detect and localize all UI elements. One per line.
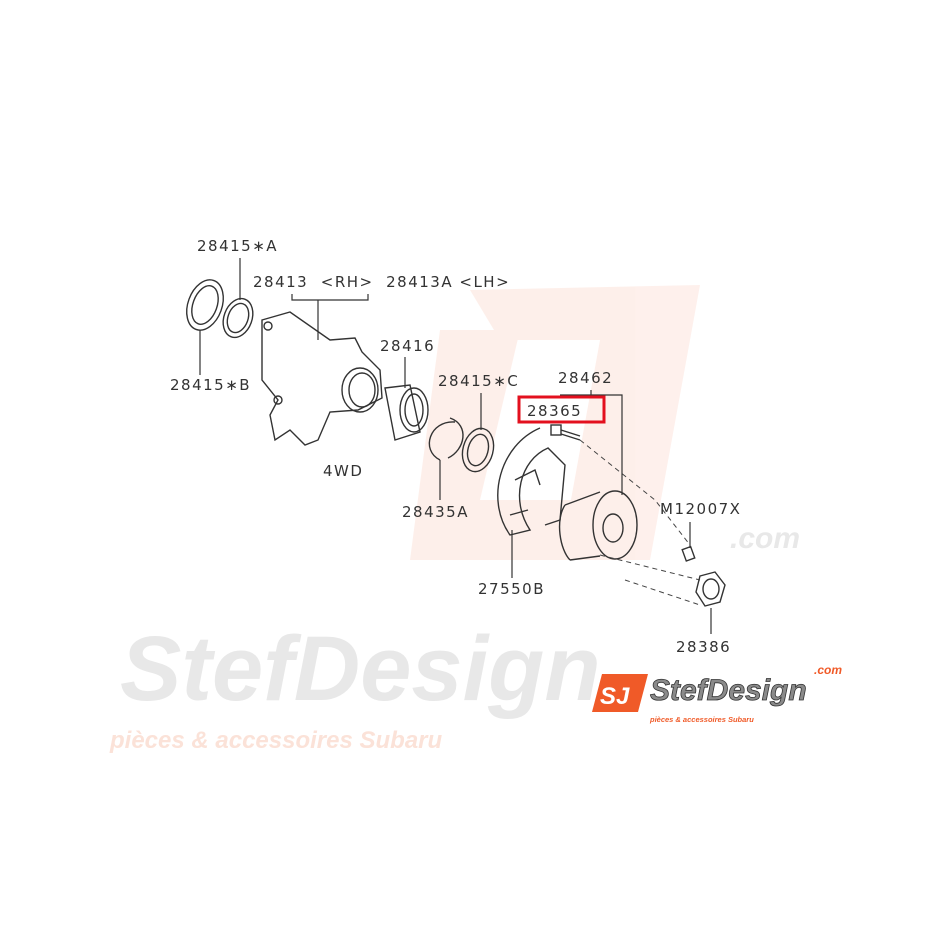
dashed-guides: [579, 439, 701, 606]
label-28386: 28386: [676, 638, 731, 656]
label-4wd: 4WD: [323, 462, 363, 480]
watermark-tagline: pièces & accessoires Subaru: [109, 727, 443, 754]
label-28365[interactable]: 28365: [527, 402, 582, 420]
label-28413: 28413 <RH> 28413A <LH>: [253, 273, 510, 291]
watermark-brand: StefDesign: [120, 618, 601, 720]
seal-a-drawing: [222, 297, 254, 339]
snap-ring-drawing: [428, 417, 464, 461]
seal-c-drawing: [461, 427, 495, 473]
label-28415-b: 28415∗B: [170, 376, 251, 394]
seal-b-drawing: [186, 279, 224, 331]
hub-drawing: [558, 490, 638, 561]
label-28415-c: 28415∗C: [438, 372, 519, 390]
hub-bolt-drawing: [550, 424, 581, 441]
logo-mark-text: SJ: [600, 683, 630, 710]
brand-logo: SJ StefDesign .com pièces & accessoires …: [592, 663, 842, 724]
highlight-box: [517, 395, 606, 424]
leader-lines: [199, 258, 712, 634]
label-28462: 28462: [558, 369, 613, 387]
stud-drawing: [681, 545, 696, 562]
label-m12007x: M12007X: [660, 500, 741, 518]
bearing-drawing: [384, 384, 429, 441]
logo-domain: .com: [814, 663, 842, 677]
logo-brand: StefDesign: [650, 674, 807, 707]
label-28435a: 28435A: [402, 503, 469, 521]
watermark-domain: .com: [730, 522, 800, 555]
logo-tagline: pièces & accessoires Subaru: [649, 715, 754, 724]
label-28416: 28416: [380, 337, 435, 355]
backing-plate-drawing: [497, 427, 566, 536]
label-27550b: 27550B: [478, 580, 545, 598]
housing-drawing: [261, 311, 383, 446]
nut-drawing: [695, 571, 726, 607]
label-28415-a: 28415∗A: [197, 237, 278, 255]
